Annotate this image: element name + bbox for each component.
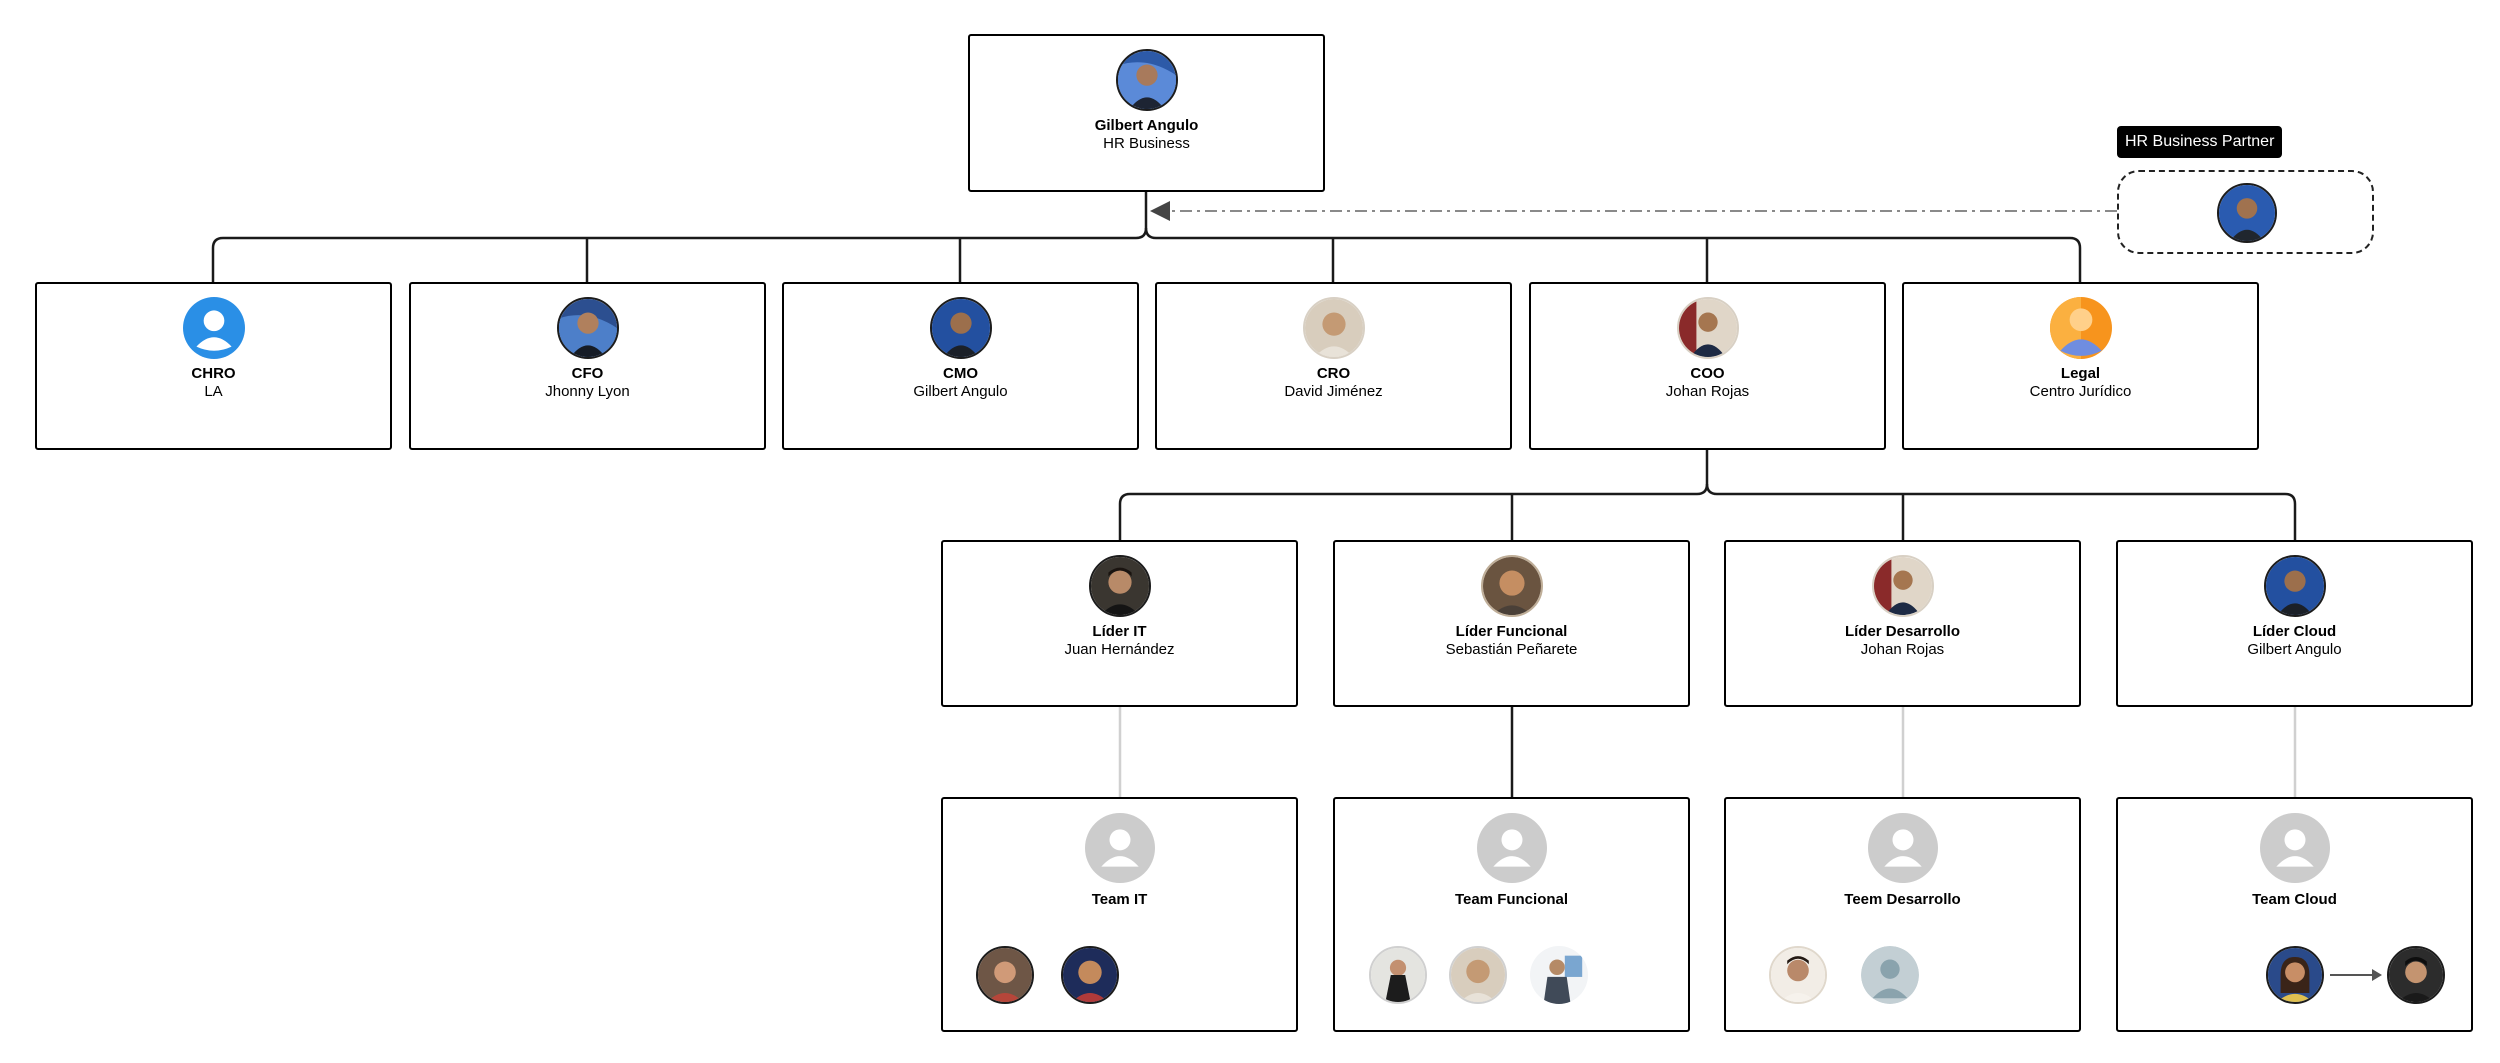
node-card-lider-cloud[interactable]: Líder Cloud Gilbert Angulo — [2116, 540, 2473, 707]
connector-coo-stem-right — [1705, 483, 2297, 540]
member-avatar[interactable] — [1369, 946, 1427, 1004]
team-members — [943, 946, 1296, 1006]
user-placeholder-icon — [1084, 813, 1155, 883]
team-card-it[interactable]: Team IT — [941, 797, 1298, 1032]
node-role: CFO — [571, 365, 604, 382]
team-title: Team IT — [1091, 891, 1148, 908]
member-avatar[interactable] — [1769, 946, 1827, 1004]
avatar — [1676, 297, 1739, 359]
avatar — [1115, 49, 1178, 111]
connector-root-right — [1144, 227, 2082, 282]
node-card-chro[interactable]: CHRO LA — [35, 282, 392, 450]
node-card-lider-funcional[interactable]: Líder Funcional Sebastián Peñarete — [1333, 540, 1690, 707]
node-card-coo[interactable]: COO Johan Rojas — [1529, 282, 1886, 450]
node-person: Jhonny Lyon — [545, 383, 630, 400]
node-role: CRO — [1316, 365, 1351, 382]
hr-business-partner-card[interactable] — [2117, 170, 2374, 254]
node-role: Líder IT — [1092, 623, 1147, 640]
member-avatar[interactable] — [1530, 946, 1588, 1004]
user-icon — [2049, 297, 2112, 359]
team-title: Team Cloud — [2252, 891, 2337, 908]
node-person: Juan Hernández — [1064, 641, 1175, 658]
node-person: Johan Rojas — [1665, 383, 1750, 400]
member-avatar-placeholder[interactable] — [1861, 946, 1919, 1004]
node-role: Líder Cloud — [2252, 623, 2337, 640]
node-card-cro[interactable]: CRO David Jiménez — [1155, 282, 1512, 450]
team-card-desarrollo[interactable]: Teem Desarrollo — [1724, 797, 2081, 1032]
node-role: Líder Desarrollo — [1844, 623, 1961, 640]
node-role: Gilbert Angulo — [1094, 117, 1199, 134]
user-icon — [182, 297, 245, 359]
user-placeholder-icon — [1476, 813, 1547, 883]
avatar — [1302, 297, 1365, 359]
team-title: Team Funcional — [1454, 891, 1569, 908]
node-role: CMO — [943, 365, 978, 382]
member-avatar[interactable] — [2266, 946, 2324, 1004]
avatar — [2263, 555, 2326, 617]
member-avatar[interactable] — [2387, 946, 2445, 1004]
node-role: Líder Funcional — [1455, 623, 1568, 640]
node-person: David Jiménez — [1284, 383, 1383, 400]
node-card-lider-it[interactable]: Líder IT Juan Hernández — [941, 540, 1298, 707]
avatar — [1480, 555, 1543, 617]
node-person: Johan Rojas — [1860, 641, 1945, 658]
member-avatar[interactable] — [1449, 946, 1507, 1004]
node-card-cmo[interactable]: CMO Gilbert Angulo — [782, 282, 1139, 450]
avatar — [556, 297, 619, 359]
node-person: Gilbert Angulo — [913, 383, 1008, 400]
connector-root-stem — [211, 192, 1148, 282]
connector-coo-stem-left — [1118, 450, 1709, 540]
team-members — [1726, 946, 2079, 1006]
member-avatar[interactable] — [1061, 946, 1119, 1004]
node-role: COO — [1690, 365, 1725, 382]
team-members — [2118, 946, 2471, 1006]
node-card-cfo[interactable]: CFO Jhonny Lyon — [409, 282, 766, 450]
avatar — [1871, 555, 1934, 617]
team-title: Teem Desarrollo — [1844, 891, 1961, 908]
avatar — [929, 297, 992, 359]
root-card[interactable]: Gilbert Angulo HR Business — [968, 34, 1325, 192]
node-card-lider-desarrollo[interactable]: Líder Desarrollo Johan Rojas — [1724, 540, 2081, 707]
node-person: Gilbert Angulo — [2247, 641, 2342, 658]
user-placeholder-icon — [1867, 813, 1938, 883]
node-person: HR Business — [1103, 135, 1190, 152]
hr-business-partner-tag: HR Business Partner — [2117, 126, 2283, 158]
team-card-funcional[interactable]: Team Funcional — [1333, 797, 1690, 1032]
node-person: Centro Jurídico — [2029, 383, 2132, 400]
node-person: Sebastián Peñarete — [1445, 641, 1578, 658]
node-person: LA — [204, 383, 223, 400]
avatar — [1088, 555, 1151, 617]
team-members — [1335, 946, 1688, 1006]
user-placeholder-icon — [2259, 813, 2330, 883]
avatar — [2217, 183, 2277, 243]
member-avatar[interactable] — [976, 946, 1034, 1004]
team-card-cloud[interactable]: Team Cloud — [2116, 797, 2473, 1032]
arrow-right-icon — [2330, 969, 2382, 981]
node-role: Legal — [2060, 365, 2101, 382]
node-role: CHRO — [191, 365, 236, 382]
node-card-legal[interactable]: Legal Centro Jurídico — [1902, 282, 2259, 450]
